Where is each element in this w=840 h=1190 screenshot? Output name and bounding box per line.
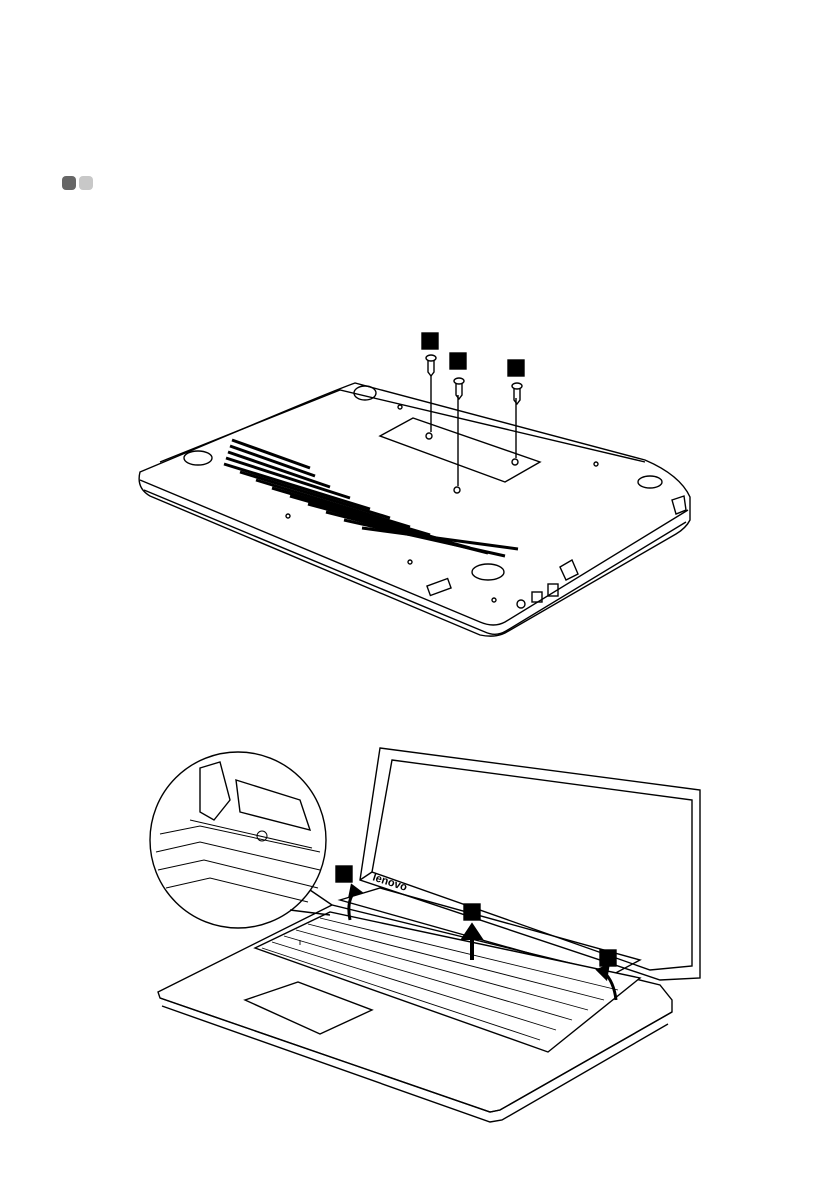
zoom-detail [150, 752, 326, 928]
step-marker [600, 950, 616, 966]
step-marker [336, 866, 352, 882]
step-marker [464, 904, 480, 920]
